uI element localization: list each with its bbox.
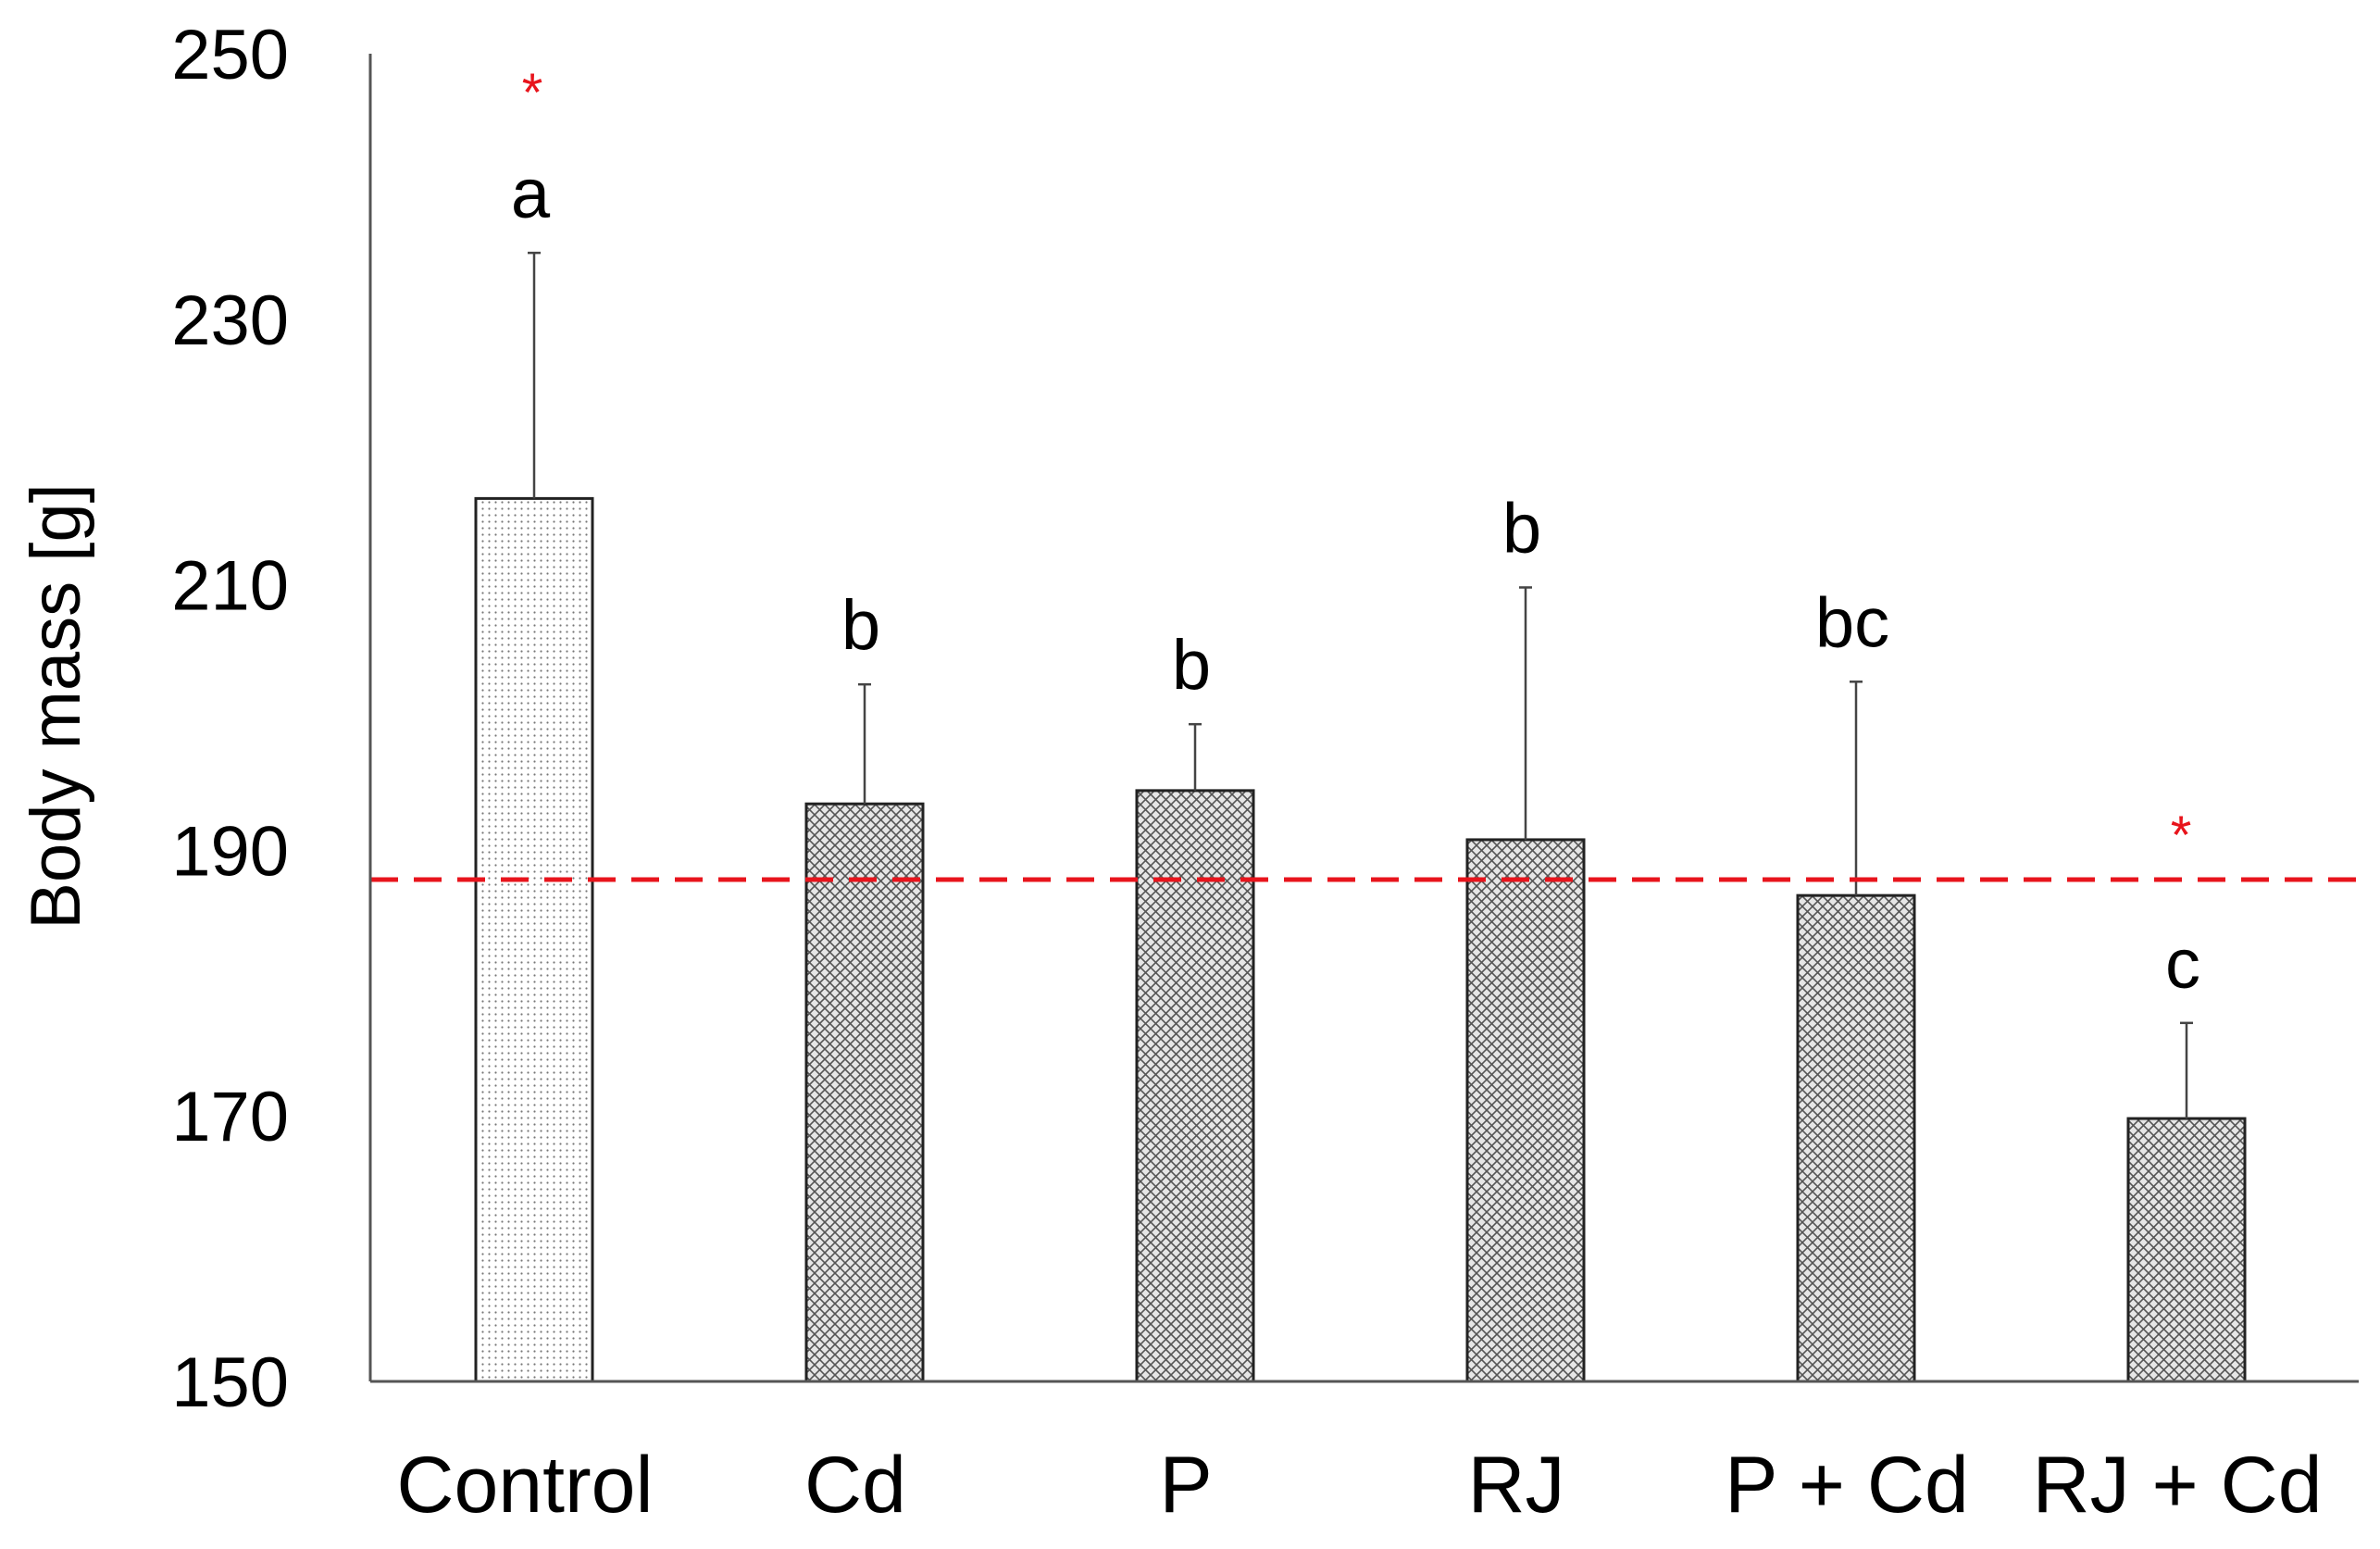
y-tick-label-210: 210 <box>171 547 289 626</box>
group-letter-p: b <box>1172 626 1211 705</box>
y-tick-label-150: 150 <box>171 1343 289 1422</box>
bar-p-cd <box>1796 893 1916 1383</box>
x-label-p-cd: P + Cd <box>1725 1441 1969 1530</box>
bar-p <box>1135 789 1255 1383</box>
bar-rj-cd <box>2126 1117 2247 1383</box>
x-label-rj: RJ <box>1467 1441 1564 1530</box>
significance-asterisk-control: * <box>522 63 543 123</box>
axes-layer <box>368 54 2359 1383</box>
group-letter-rj-cd: c <box>2165 925 2200 1004</box>
y-tick-label-190: 190 <box>171 812 289 891</box>
bars-layer <box>474 496 2247 1383</box>
group-letter-p-cd: bc <box>1815 583 1889 662</box>
group-letter-control: a <box>511 155 551 233</box>
y-tick-label-250: 250 <box>171 16 289 94</box>
significance-asterisk-rj-cd: * <box>2171 806 2192 866</box>
x-label-rj-cd: RJ + Cd <box>2032 1441 2322 1530</box>
x-category-labels: Control Cd P RJ P + Cd RJ + Cd <box>396 1441 2322 1530</box>
group-letter-cd: b <box>841 586 880 665</box>
y-tick-labels: 150 170 190 210 230 250 <box>171 16 289 1422</box>
x-label-cd: Cd <box>804 1441 906 1530</box>
bar-rj <box>1465 838 1586 1383</box>
y-axis-label: Body mass [g] <box>17 483 95 930</box>
y-tick-label-230: 230 <box>171 281 289 360</box>
x-label-control: Control <box>396 1441 653 1530</box>
group-letter-rj: b <box>1502 489 1541 568</box>
significance-marks: ** <box>522 63 2192 866</box>
error-bars-layer <box>528 251 2193 1119</box>
bar-cd <box>804 802 925 1383</box>
x-label-p: P <box>1159 1441 1212 1530</box>
group-letters: a b b b bc c <box>511 155 2200 1004</box>
bar-control <box>474 496 594 1383</box>
y-tick-label-170: 170 <box>171 1078 289 1156</box>
